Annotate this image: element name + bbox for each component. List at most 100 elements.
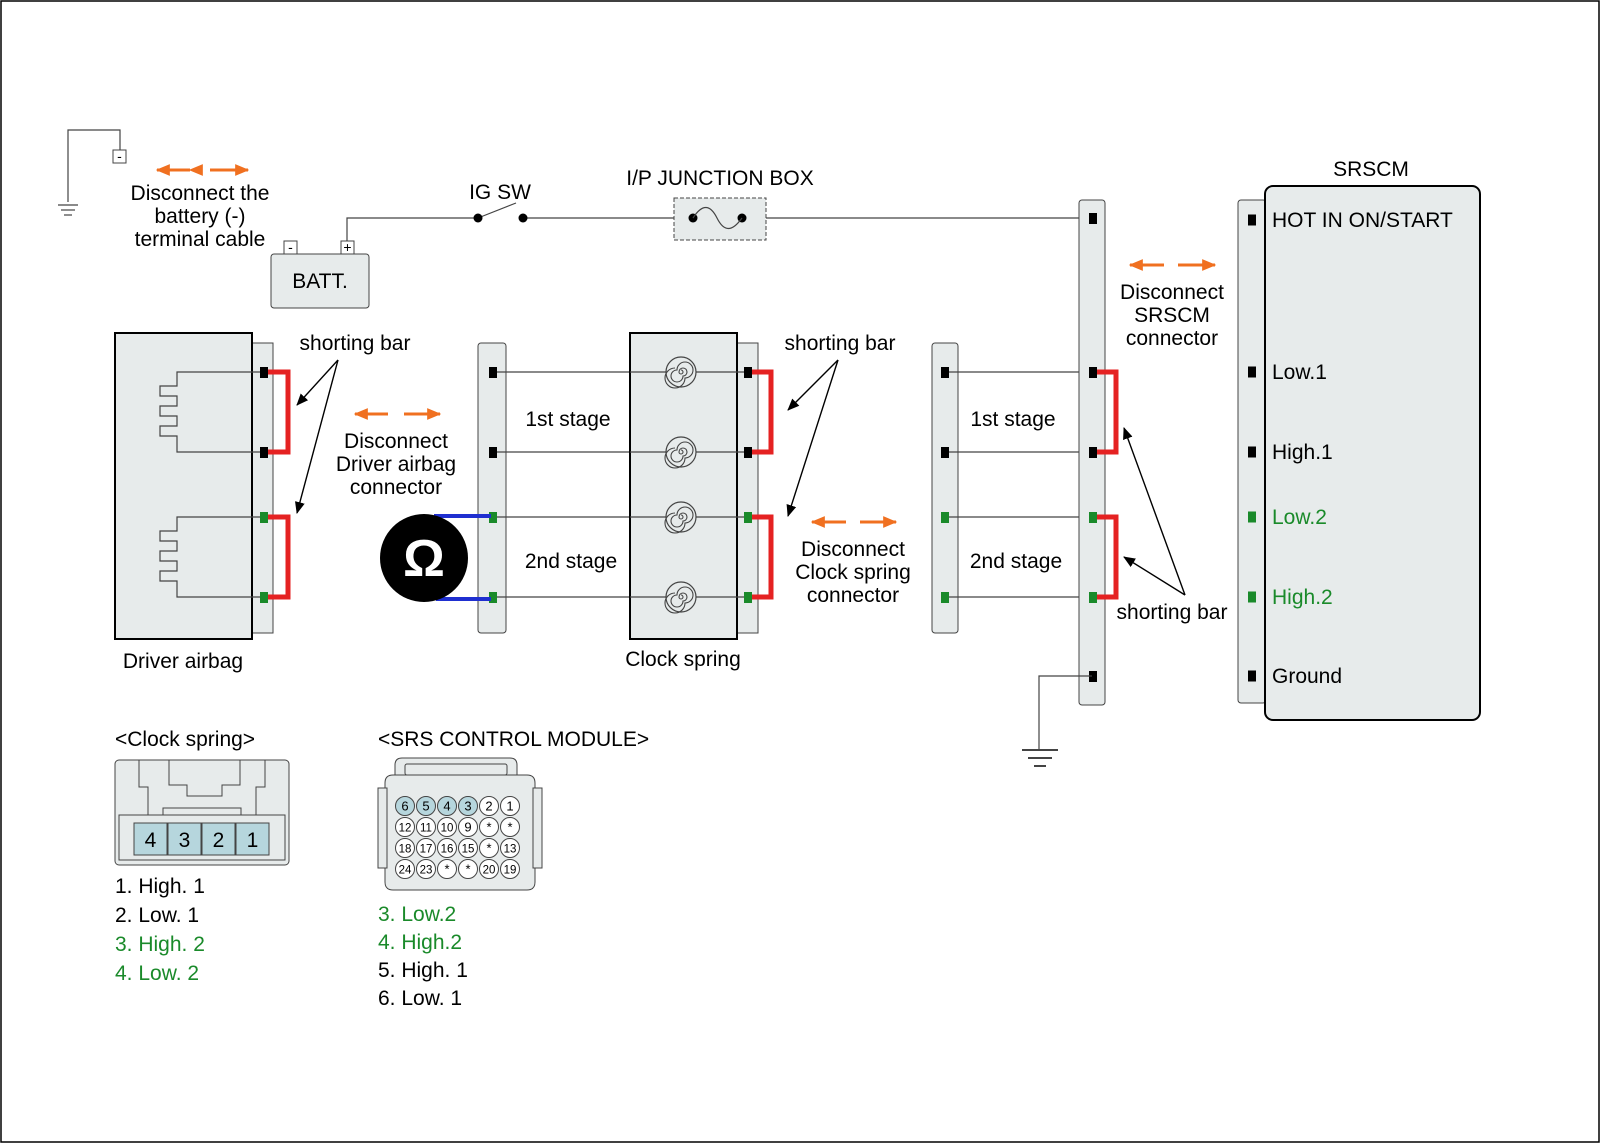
srs-module-pin bbox=[500, 859, 520, 879]
srs-module-pin-legend: 3. Low.24. High.25. High. 16. Low. 1 bbox=[378, 903, 468, 1010]
battery-negative-terminal: - bbox=[112, 148, 127, 164]
shorting-bar-arrow-clock-upper bbox=[787, 359, 839, 411]
battery-label: BATT. bbox=[292, 270, 348, 293]
srs-module-pin bbox=[395, 859, 415, 879]
shorting-bar-arrow-clock-lower bbox=[786, 359, 839, 517]
srs-module-pin bbox=[437, 838, 457, 858]
srs-module-pin bbox=[479, 796, 499, 816]
clock-spring-label: Clock spring bbox=[625, 648, 741, 671]
disconnect-srscm-label-1: Disconnect bbox=[1120, 281, 1224, 304]
srs-module-pin-number: 11 bbox=[420, 823, 432, 835]
clock-spring-legend-item: 1. High. 1 bbox=[115, 875, 205, 898]
shorting-bar-label-srscm: shorting bar bbox=[1117, 601, 1228, 624]
shorting-bar-arrow-srscm-upper bbox=[1123, 427, 1186, 596]
srs-module-pin bbox=[395, 796, 415, 816]
srscm-title: SRSCM bbox=[1333, 158, 1409, 181]
clock-spring-pin bbox=[201, 822, 236, 856]
srs-module-pin-number: 19 bbox=[504, 865, 517, 877]
shorting-bar-arrow-driver-upper bbox=[296, 359, 339, 406]
srs-module-pin bbox=[416, 817, 436, 837]
disconnect-driver-label-1: Disconnect bbox=[344, 430, 448, 453]
ig-sw-label: IG SW bbox=[469, 181, 531, 204]
battery-positive-sign: + bbox=[343, 239, 351, 255]
srs-module-pin bbox=[416, 838, 436, 858]
srs-module-pin bbox=[395, 817, 415, 837]
junction-box-label: I/P JUNCTION BOX bbox=[626, 167, 813, 190]
srscm-terminal-pin bbox=[1248, 446, 1256, 458]
shorting-bar-label-driver: shorting bar bbox=[300, 332, 411, 355]
clock-spring-pin bbox=[235, 822, 270, 856]
srs-module-pin bbox=[479, 838, 499, 858]
srs-module-pin-number: 9 bbox=[464, 820, 471, 835]
srs-module-pin-number: 24 bbox=[399, 865, 412, 877]
srs-module-pin bbox=[500, 796, 520, 816]
srscm-terminal-pin bbox=[1248, 214, 1256, 226]
srs-module-pin bbox=[416, 859, 436, 879]
disconnect-clock-label-1: Disconnect bbox=[801, 538, 905, 561]
srs-module-legend-item: 5. High. 1 bbox=[378, 959, 468, 982]
srscm-terminal-label: Ground bbox=[1272, 665, 1342, 688]
clock-spring-input-connector bbox=[477, 342, 507, 634]
srs-module-legend-item: 3. Low.2 bbox=[378, 903, 456, 926]
srscm-terminal-label: Low.1 bbox=[1272, 361, 1327, 384]
srscm-terminal-pin bbox=[1248, 511, 1256, 523]
clock-spring bbox=[629, 332, 774, 640]
clock-spring-legend-item: 3. High. 2 bbox=[115, 933, 205, 956]
clock-spring-pin-number: 1 bbox=[247, 829, 259, 852]
clock-spring-legend-item: 4. Low. 2 bbox=[115, 962, 199, 985]
srscm-terminal-label: High.1 bbox=[1272, 441, 1333, 464]
disconnect-clock-label-2: Clock spring bbox=[795, 561, 911, 584]
srs-module-pin bbox=[500, 817, 520, 837]
srs-module-pin bbox=[458, 859, 478, 879]
driver-airbag-label: Driver airbag bbox=[123, 650, 243, 673]
srscm-terminal-pin bbox=[1248, 670, 1256, 682]
harness-wires bbox=[949, 371, 1092, 598]
battery-ground-wiring bbox=[58, 129, 121, 216]
srs-module-connector-title: <SRS CONTROL MODULE> bbox=[378, 728, 649, 751]
srs-module-legend-item: 6. Low. 1 bbox=[378, 987, 462, 1010]
srs-module-pin-number: 4 bbox=[443, 799, 450, 814]
srs-module-pin bbox=[458, 838, 478, 858]
ohmmeter: Ω bbox=[380, 514, 491, 602]
driver-airbag bbox=[114, 332, 291, 640]
srs-module-pin-number: * bbox=[444, 862, 449, 877]
srscm-terminal-pin bbox=[1248, 366, 1256, 378]
srs-module-pin bbox=[437, 817, 457, 837]
srs-module-pin-number: 5 bbox=[422, 799, 429, 814]
srs-module-pin-number: 12 bbox=[399, 823, 412, 835]
srs-module-pin bbox=[437, 859, 457, 879]
svg-text:-: - bbox=[117, 148, 122, 164]
ohm-symbol: Ω bbox=[403, 530, 445, 588]
srscm-terminal-label: Low.2 bbox=[1272, 506, 1327, 529]
first-stage-label-right: 1st stage bbox=[970, 408, 1055, 431]
battery-negative-sign: - bbox=[288, 239, 293, 255]
clock-spring-pin-number: 3 bbox=[179, 829, 191, 852]
srscm-terminal-list: HOT IN ON/STARTLow.1High.1Low.2High.2Gro… bbox=[1248, 209, 1453, 688]
ig-switch-contact-2 bbox=[518, 213, 528, 223]
srs-module-pin bbox=[395, 838, 415, 858]
clock-spring-connector-title: <Clock spring> bbox=[115, 728, 255, 751]
disconnect-srscm-label-3: connector bbox=[1126, 327, 1218, 350]
srs-module-pin-number: 1 bbox=[506, 799, 513, 814]
shorting-bar-label-clock: shorting bar bbox=[785, 332, 896, 355]
first-stage-label-left: 1st stage bbox=[525, 408, 610, 431]
srs-module-pin-number: * bbox=[465, 862, 470, 877]
srs-module-pin bbox=[416, 796, 436, 816]
disconnect-driver-label-2: Driver airbag bbox=[336, 453, 456, 476]
srs-module-pin-number: 10 bbox=[441, 823, 454, 835]
disconnect-driver-label-3: connector bbox=[350, 476, 442, 499]
power-wire bbox=[346, 202, 1092, 241]
disconnect-battery-label-1: Disconnect the bbox=[131, 182, 270, 205]
chassis-ground bbox=[1022, 675, 1092, 767]
ig-switch-contact-1 bbox=[473, 213, 483, 223]
srs-module-pin-number: 18 bbox=[399, 844, 412, 856]
shorting-bar-arrow-srscm-lower bbox=[1123, 556, 1186, 596]
clock-spring-pin-legend: 1. High. 1 2. Low. 1 3. High. 2 4. Low. 2 bbox=[115, 875, 205, 985]
srs-module-pin bbox=[458, 817, 478, 837]
disconnect-srscm-label-2: SRSCM bbox=[1134, 304, 1210, 327]
srs-module-pin-number: 16 bbox=[441, 844, 454, 856]
clock-spring-legend-item: 2. Low. 1 bbox=[115, 904, 199, 927]
